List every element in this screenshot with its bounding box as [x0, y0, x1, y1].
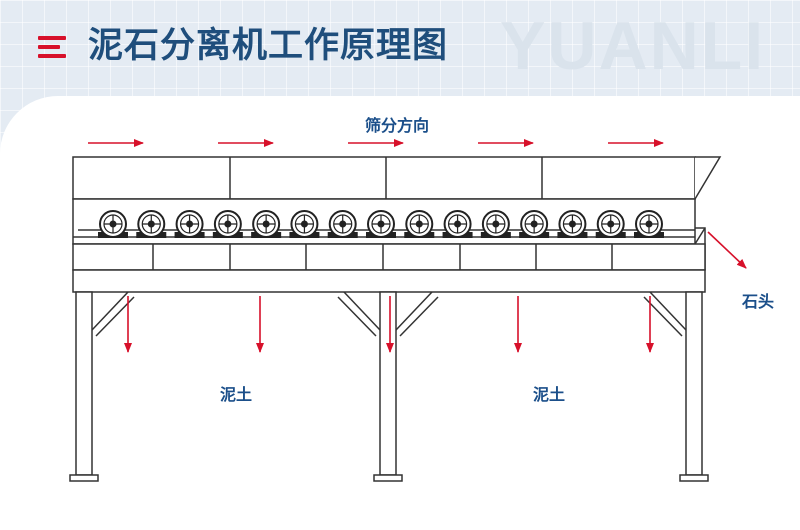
label-mud-left: 泥土 [220, 385, 252, 404]
roller [442, 210, 473, 238]
roller [557, 210, 588, 238]
brand-watermark: YUANLI [500, 8, 766, 84]
drop-arrows [124, 296, 654, 353]
machine-frame [69, 156, 722, 482]
roller [98, 210, 128, 238]
roller [366, 210, 396, 238]
roller [136, 210, 167, 238]
label-mud-right: 泥土 [533, 385, 565, 404]
roller [595, 210, 626, 238]
label-stones: 石头 [741, 292, 774, 311]
roller [480, 210, 511, 238]
hamburger-menu-icon [38, 36, 66, 58]
roller [519, 210, 550, 238]
stone-outlet-arrow [707, 231, 747, 269]
roller [327, 210, 358, 238]
roller [174, 210, 205, 238]
page-title: 泥石分离机工作原理图 [88, 26, 449, 66]
roller [289, 210, 320, 238]
roller [251, 210, 282, 238]
roller [212, 210, 243, 238]
roller [634, 210, 664, 238]
roller-row [98, 210, 664, 238]
label-screen-direction: 筛分方向 [365, 116, 429, 135]
roller [404, 210, 435, 238]
